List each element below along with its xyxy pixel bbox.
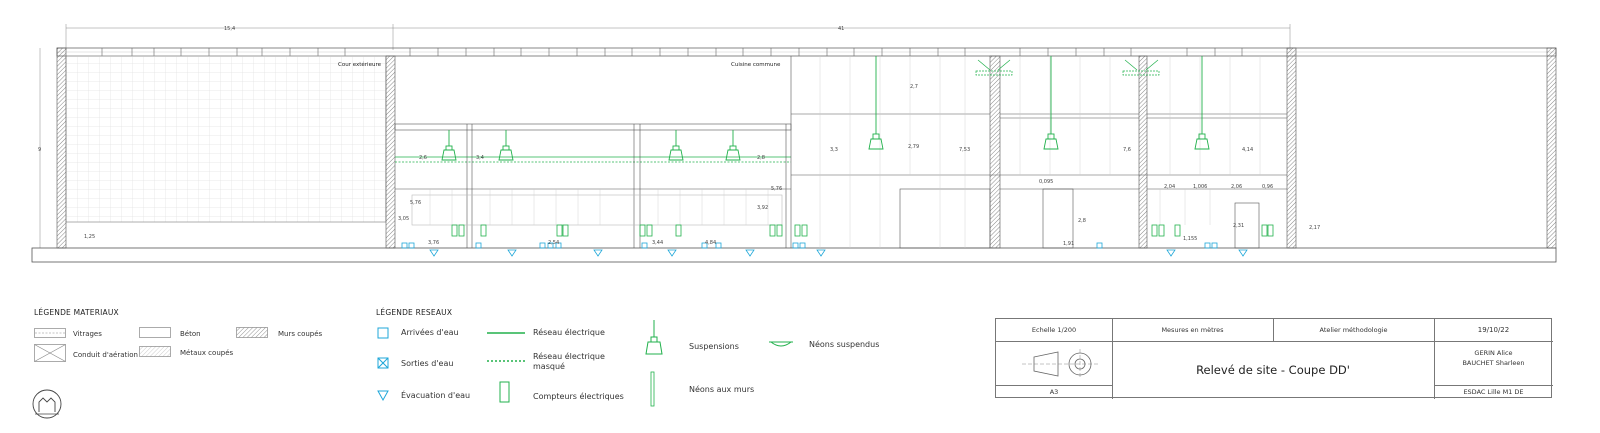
legend-materials-title: LÉGENDE MATERIAUX	[34, 308, 119, 317]
suspended-neon-icon	[769, 341, 793, 347]
wall-neon-icon	[650, 371, 655, 407]
legend-reseau: Réseau électrique	[533, 328, 605, 337]
dim-label: 7,6	[1123, 147, 1131, 153]
legend-beton: Béton	[180, 330, 201, 338]
school-logo-icon	[32, 389, 62, 419]
dim-label: 0,96	[1262, 184, 1273, 190]
dim-label: 3,76	[428, 240, 439, 246]
room-label-kitchen: Cuisine commune	[731, 62, 781, 68]
dim-left-height: 9	[38, 147, 41, 153]
projection-symbol-icon	[1022, 349, 1098, 379]
author-2: BAUCHET Sharleen	[1462, 359, 1525, 367]
dim-label: 7,53	[959, 147, 970, 153]
hidden-electric-network-icon	[487, 360, 525, 362]
dim-label: 3,4	[476, 155, 484, 161]
hall-glazing-lines	[819, 55, 1547, 248]
pendant-lights	[441, 56, 1210, 161]
dim-label: 1,25	[84, 234, 95, 240]
cut-metal-swatch-icon	[139, 346, 171, 357]
drain-icon	[377, 390, 389, 402]
legend-conduit: Conduit d'aération	[73, 351, 138, 359]
workshop-label: Atelier méthodologie	[1319, 326, 1388, 334]
hall-structure	[791, 113, 1287, 249]
legend-networks-title: LÉGENDE RESEAUX	[376, 308, 453, 317]
suspended-neons	[975, 59, 1160, 76]
dim-label: 2,6	[419, 155, 427, 161]
dim-label: 2,79	[908, 144, 919, 150]
dim-label: 0,095	[1039, 179, 1053, 185]
author-1: GERIN Alice	[1474, 349, 1513, 357]
section-drawing: 15,4 41 9	[31, 24, 1557, 263]
kitchen-structure	[394, 56, 792, 248]
dim-label: 2,54	[548, 240, 559, 246]
dim-top-right: 41	[838, 26, 844, 32]
courtyard-glazing	[65, 55, 387, 223]
dim-label: 2,17	[1309, 225, 1320, 231]
dim-label: 5,76	[771, 186, 782, 192]
dim-label: 2,04	[1164, 184, 1175, 190]
dim-label: 1,155	[1183, 236, 1197, 242]
air-duct-swatch-icon	[34, 344, 66, 362]
dim-label: 2,7	[910, 84, 918, 90]
units-label: Mesures en mètres	[1161, 326, 1224, 334]
legend-murs: Murs coupés	[278, 330, 323, 338]
top-dimension-lines	[39, 24, 1291, 248]
glazing-swatch-icon	[34, 328, 66, 338]
legend-evacuation: Évacuation d'eau	[401, 391, 471, 400]
electric-network-icon	[487, 332, 525, 334]
legend-sorties: Sorties d'eau	[401, 359, 454, 368]
dim-label: 3,44	[652, 240, 663, 246]
dim-top-left: 15,4	[224, 26, 235, 32]
dim-label: 5,76	[410, 200, 421, 206]
legend-neons-murs: Néons aux murs	[689, 385, 755, 394]
dim-label: 3,92	[757, 205, 768, 211]
legend-neons-suspendus: Néons suspendus	[809, 340, 880, 349]
dim-label: 2,8	[757, 155, 765, 161]
scale-label: Echelle 1/200	[1031, 326, 1077, 334]
dim-label: 2,8	[1078, 218, 1086, 224]
dim-label: 4,14	[1242, 147, 1253, 153]
water-points	[401, 242, 1218, 249]
title-block: Echelle 1/200 Mesures en mètres Atelier …	[995, 318, 1553, 399]
legend-reseau-masque: Réseau électrique masqué	[533, 352, 605, 371]
electric-meter-icon	[499, 381, 510, 403]
water-inlet-icon	[377, 327, 389, 339]
legend-suspensions: Suspensions	[689, 342, 739, 351]
cut-walls	[56, 47, 1557, 249]
ground-slab	[31, 247, 1557, 263]
concrete-swatch-icon	[139, 327, 171, 338]
paper-format: A3	[1049, 388, 1059, 396]
legend-compteurs: Compteurs électriques	[533, 392, 624, 401]
drawing-title: Relevé de site - Coupe DD'	[1196, 363, 1350, 377]
drains	[429, 249, 1248, 257]
roof	[56, 47, 1557, 57]
dim-label: 1,91	[1063, 241, 1074, 247]
water-outlet-icon	[377, 357, 389, 369]
room-label-courtyard: Cour extérieure	[338, 61, 382, 68]
cut-wall-swatch-icon	[236, 327, 268, 338]
school-label: ESDAC Lille M1 DE	[1463, 388, 1524, 396]
legend-metaux: Métaux coupés	[180, 349, 234, 357]
legend-arrivees: Arrivées d'eau	[401, 328, 459, 337]
dim-label: 4,84	[705, 240, 716, 246]
electric-meters	[451, 224, 1274, 237]
pendant-light-icon	[645, 320, 663, 355]
dim-label: 1,006	[1193, 184, 1207, 190]
legend-vitrages: Vitrages	[73, 330, 102, 338]
dim-label: 2,31	[1233, 223, 1244, 229]
dim-label: 2,06	[1231, 184, 1242, 190]
dim-label: 3,3	[830, 147, 838, 153]
dim-label: 3,05	[398, 216, 409, 222]
roof-joists	[101, 48, 1243, 56]
kitchen-glazing-lines	[429, 189, 769, 225]
date-label: 19/10/22	[1477, 326, 1510, 334]
